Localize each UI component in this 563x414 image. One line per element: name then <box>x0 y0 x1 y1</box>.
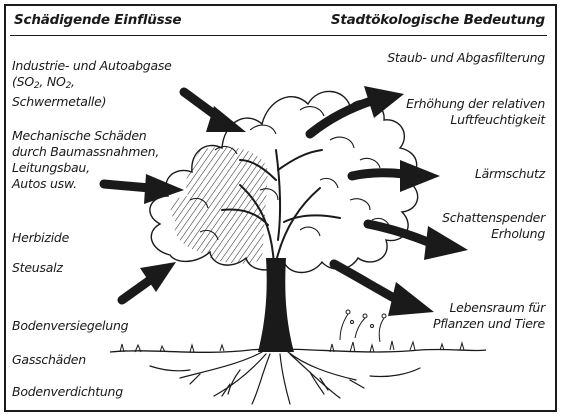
ground-line <box>110 349 486 352</box>
label-habitat: Lebensraum für Pflanzen und Tiere <box>433 300 545 332</box>
label-soil-sealing: Bodenversiegelung <box>12 318 128 334</box>
label-herbicides: Herbizide <box>12 230 69 246</box>
tree-trunk <box>258 258 294 352</box>
arrow-habitat <box>334 264 434 316</box>
label-road-salt: Steusalz <box>12 260 63 276</box>
label-humidity: Erhöhung der relativen Luftfeuchtigkeit <box>406 96 545 128</box>
label-gas-damage: Gasschäden <box>12 352 86 368</box>
label-emissions: Industrie- und Autoabgase (SO2, NO2, Sch… <box>12 58 172 110</box>
tree-roots <box>150 352 420 404</box>
arrow-road-salt <box>122 262 176 300</box>
label-noise-protection: Lärmschutz <box>475 166 545 182</box>
label-shade: Schattenspender Erholung <box>442 210 545 242</box>
label-mechanical-damage: Mechanische Schäden durch Baumassnahmen,… <box>12 128 159 192</box>
label-soil-compaction: Bodenverdichtung <box>12 384 123 400</box>
arrow-emissions <box>184 92 246 132</box>
label-dust-filtering: Staub- und Abgasfilterung <box>387 50 545 66</box>
